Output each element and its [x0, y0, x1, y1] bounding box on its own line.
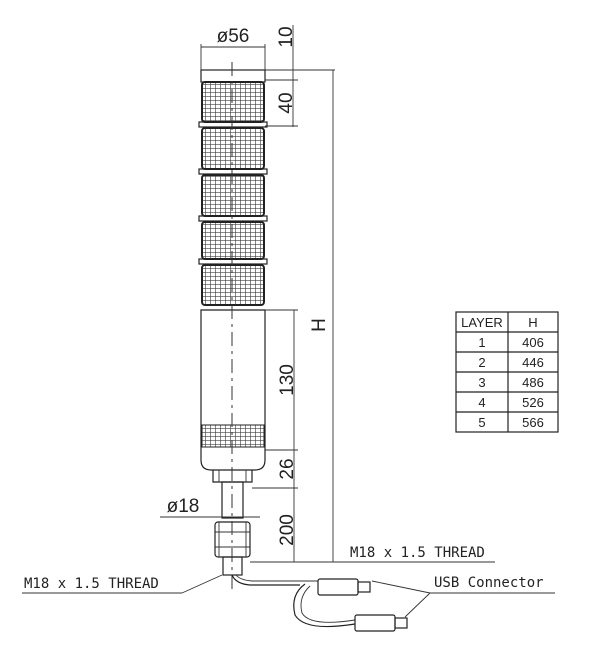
table-cell: 3 [478, 375, 485, 390]
table-cell: 406 [522, 335, 544, 350]
height-table: LAYER H 1 406 2 446 3 486 4 526 5 566 [455, 311, 559, 433]
dim-h: H [309, 318, 330, 332]
thread-callout-left: M18 x 1.5 THREAD [22, 574, 223, 594]
usb-callout: USB Connector [371, 575, 555, 618]
dim-layer-40: 40 [276, 92, 297, 113]
dim-diameter-56: ø56 [217, 26, 250, 47]
thread-callout-right: M18 x 1.5 THREAD [250, 545, 495, 563]
tower-body [200, 62, 266, 590]
dimension-cap-layer: 10 40 [265, 25, 298, 127]
usb-cable [231, 574, 408, 632]
table-header-layer: LAYER [461, 315, 503, 330]
thread-label-right: M18 x 1.5 THREAD [350, 545, 485, 561]
usb-label: USB Connector [434, 575, 544, 591]
dim-130: 130 [277, 364, 298, 396]
dim-26: 26 [277, 458, 298, 479]
usb-connector-1-icon [317, 578, 371, 596]
table-cell: 526 [522, 395, 544, 410]
dim-cap-10: 10 [276, 26, 297, 47]
dimension-h: H [265, 69, 335, 562]
dim-200: 200 [277, 514, 298, 546]
dim-diameter-18: ø18 [167, 496, 200, 517]
table-cell: 446 [522, 355, 544, 370]
dimension-lower: 130 26 200 [252, 309, 298, 562]
table-cell: 566 [522, 415, 544, 430]
usb-connector-2-icon [354, 614, 408, 632]
dimension-diameter-56: ø56 [200, 26, 266, 70]
table-cell: 1 [478, 335, 485, 350]
table-cell: 4 [478, 395, 485, 410]
dimension-diameter-18: ø18 [160, 496, 260, 518]
table-cell: 486 [522, 375, 544, 390]
light-layers [198, 81, 268, 306]
thread-label-left: M18 x 1.5 THREAD [24, 576, 159, 592]
top-cap [200, 69, 266, 83]
table-cell: 2 [478, 355, 485, 370]
table-header-h: H [528, 315, 537, 330]
table-cell: 5 [478, 415, 485, 430]
